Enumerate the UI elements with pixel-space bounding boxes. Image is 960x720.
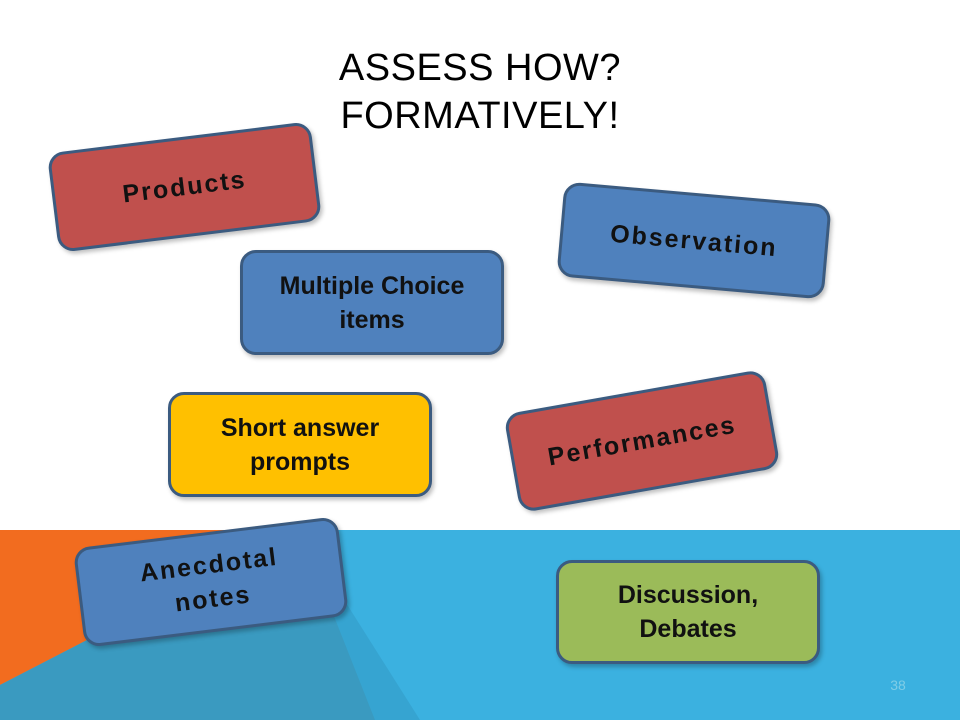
short-answer-line-1: Short answer [220,413,380,442]
title-line-2: FORMATIVELY! [340,95,620,137]
title-line-1: ASSESS HOW? [338,47,622,89]
discussion-line-2: Debates [639,615,737,643]
products-label: Products [121,165,248,209]
short-answer-label: Short answer prompts [221,411,379,479]
discussion-line-1: Discussion, [617,581,759,609]
page-title: ASSESS HOW? FORMATIVELY! [0,44,960,140]
multiple-choice-line-2: items [339,305,405,334]
short-answer-line-2: prompts [250,447,350,476]
multiple-choice-line-1: Multiple Choice [279,271,465,300]
anecdotal-notes-label: Anecdotal notes [138,540,284,624]
performances-label: Performances [545,410,739,472]
multiple-choice-label: Multiple Choice items [280,269,465,337]
page-number: 38 [890,677,906,693]
discussion-label: Discussion, Debates [618,578,758,646]
observation-label: Observation [609,219,779,262]
short-answer-box: Short answer prompts [168,392,432,497]
discussion-box: Discussion, Debates [556,560,820,664]
multiple-choice-box: Multiple Choice items [240,250,504,355]
